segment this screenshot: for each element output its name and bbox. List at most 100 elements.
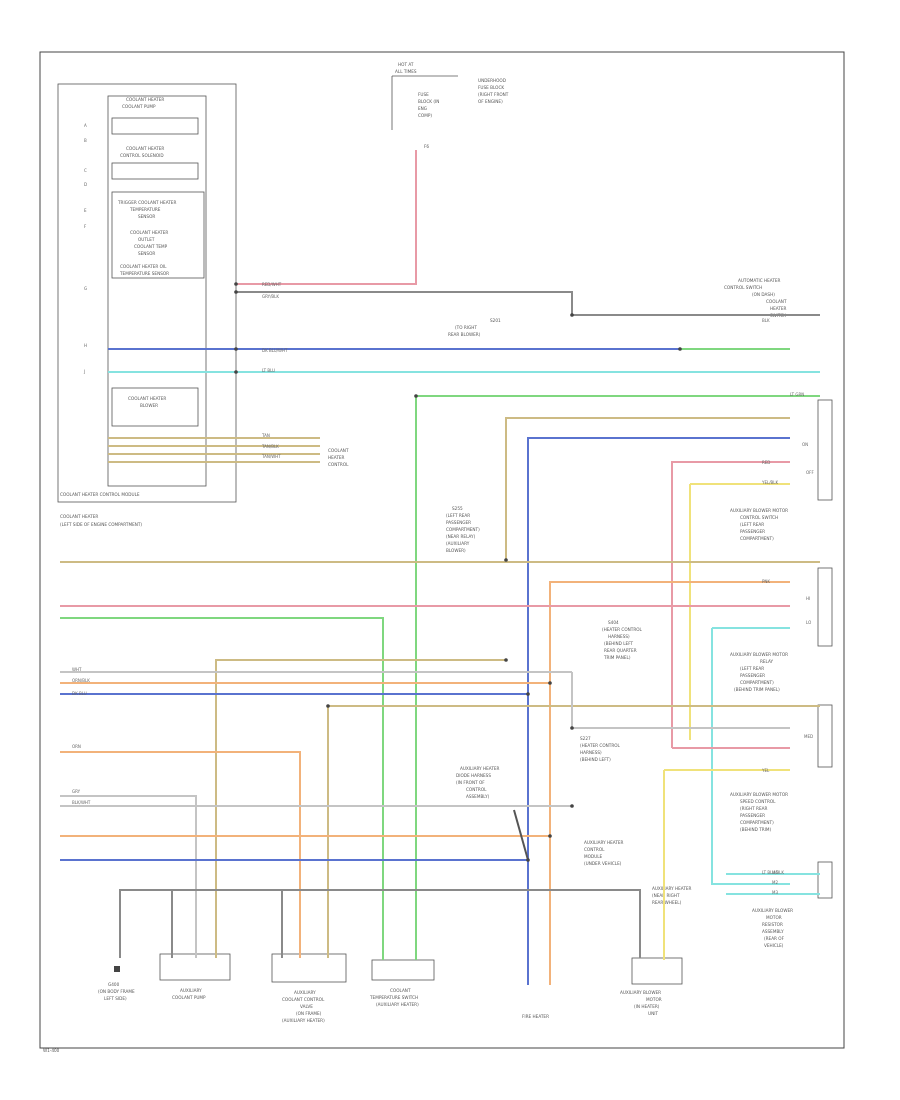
right-switch-box-4 [817,861,833,899]
right-bot-4: PASSENGER [740,813,765,818]
mid-ctr-4: COMPARTMENT) [446,527,480,532]
ecu-block4a-label: COOLANT HEATER [128,396,166,401]
mid-ctr-2: (LEFT REAR [446,513,470,518]
right-mid-3: (LEFT REAR [740,522,764,527]
mid-ctr-3: PASSENGER [446,520,471,525]
mid-c-3: HARNESS) [580,750,602,755]
splice-dot [234,282,238,286]
bottom-components: G400 (ON BODY FRAME LEFT SIDE) AUXILIARY… [98,953,683,1023]
wire-tan [215,659,506,958]
mid-d-1: AUXILIARY HEATER [584,840,624,845]
wire-red [671,461,790,748]
wire-label-gry: GRY [72,789,81,794]
mid-e-2: (NEAR RIGHT [652,893,680,898]
pin-label-m3: M3 [772,890,778,895]
right-bot-2: SPEED CONTROL [740,799,776,804]
fuse-box-3: ENG [418,106,427,111]
ecu-pin-label: C [84,168,87,173]
bot-h-1: FIRE HEATER [522,1014,549,1019]
mid-c-2: (HEATER CONTROL [580,743,621,748]
fuse-top-2: ALL TIMES [395,69,417,74]
splice-a3: REAR BLOWER) [448,332,481,337]
wire-label-pnk: PNK [762,579,770,584]
to-module-3: CONTROL [328,462,349,467]
mid-b-5: ASSEMBLY) [466,794,490,799]
fuse-right-2: FUSE BLOCK [478,85,504,90]
mid-c-4: (BEHIND LEFT) [580,757,611,762]
ecu-block4b-label: BLOWER [140,403,158,408]
bot-v-1: AUXILIARY [294,990,316,995]
mid-b-1: AUXILIARY HEATER [460,766,500,771]
ecu-block3e-label: OUTLET [138,237,155,242]
right-last-2: MOTOR [766,915,782,920]
ecu-pin-label: J [83,369,85,374]
ecu-block3b-label: TEMPERATURE [129,207,161,212]
splice-dot [504,658,508,662]
wire-label-red: RED [762,460,770,465]
right-top-1: AUTOMATIC HEATER [738,278,781,283]
ecu-block3c-label: SENSOR [138,214,155,219]
splice-dot [234,347,238,351]
wire-tan [327,705,820,958]
mid-ctr-6: (AUXILIARY [446,541,470,546]
fuse-box-4: COMP) [418,113,432,118]
right-last-1: AUXILIARY BLOWER [752,908,793,913]
wire-label-tan-blk: TAN/BLK [261,444,279,449]
wire-label-yel: YEL [761,768,770,773]
splice-a2: (TO RIGHT [455,325,477,330]
ecu-title: COOLANT HEATER CONTROL MODULE [60,492,140,497]
right-mid-5: COMPARTMENT) [740,536,774,541]
pin-label-on: ON [802,442,808,447]
mid-b-2: DIODE HARNESS [456,773,491,778]
wire-orange [549,581,790,985]
wire-green [415,395,820,960]
to-module-1: COOLANT [328,448,349,453]
mid-d-4: (UNDER VEHICLE) [584,861,622,866]
splice-dot [526,858,530,862]
right-switch-box-3 [817,704,833,768]
right-components: AUTOMATIC HEATER CONTROL SWITCH (ON DASH… [724,278,833,948]
ecu-block-3 [111,191,205,279]
wire-label-lt-blu-blk: LT BLU/BLK [762,870,784,875]
mid-b-3: (IN FRONT OF [456,780,485,785]
right-bot-3: (RIGHT REAR [740,806,767,811]
bot-s-1: COOLANT [390,988,411,993]
wire-label-orn: ORN [72,744,81,749]
right-last-4: ASSEMBLY [762,929,784,934]
wire-labels: RED/WHT GRY/BLK DK BLU/WHT LT BLU LT GRN… [72,282,804,875]
wire-gray [119,889,641,958]
ecu-block3h-label: COOLANT HEATER OIL [120,264,167,269]
wire-label-lt-blu: LT BLU [262,368,275,373]
ecu-block3i-label: TEMPERATURE SENSOR [119,271,169,276]
fuse-box-1: FUSE [418,92,429,97]
wire-label-yel-blk: YEL/BLK [761,480,779,485]
right-low-5: COMPARTMENT) [740,680,774,685]
ecu-pin-label: G [84,286,87,291]
bot-m-2: MOTOR [646,997,662,1002]
wire-label-gry-blk: GRY/BLK [262,294,279,299]
mid-ctr-1: S255 [452,506,463,511]
pin-label-off: OFF [806,470,814,475]
ecu-block-1 [111,117,199,135]
ecu-sub2: (LEFT SIDE OF ENGINE COMPARTMENT) [60,522,142,527]
right-low-3: (LEFT REAR [740,666,764,671]
ecu-pin-label: A [84,123,87,128]
right-bot-5: COMPARTMENT) [740,820,774,825]
ecu-pin-label: E [84,208,87,213]
splice-dot [570,726,574,730]
bot-g-2: (ON BODY FRAME [98,989,135,994]
wire-label-lt-grn: LT GRN [790,392,804,397]
fuse-num: F6 [424,144,429,149]
wire-lightgray [60,795,197,958]
right-low-6: (BEHIND TRIM PANEL) [734,687,780,692]
wire-orange [60,751,301,958]
wire-label-dk-blu: DK BLU [72,691,87,696]
fuse-top-1: HOT AT [398,62,414,67]
motor-box [631,957,683,985]
right-last-3: RESISTOR [762,922,783,927]
right-top-4: COOLANT [766,299,787,304]
wire-label-red-wht: RED/WHT [262,282,282,287]
wire-label-tan-wht: TAN/WHT [261,454,281,459]
bot-v-4: (ON FRAME) [296,1011,322,1016]
